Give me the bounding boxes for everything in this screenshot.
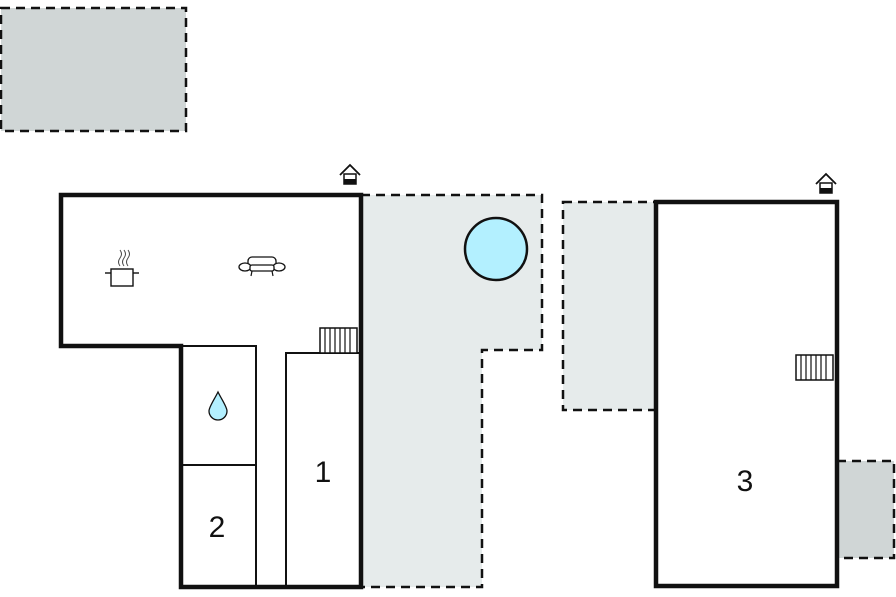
stairs-icon — [795, 354, 834, 381]
room-2 — [180, 464, 257, 588]
parking-area-top-left — [0, 6, 188, 133]
parking-area-right — [835, 459, 896, 560]
stairs-icon — [319, 327, 358, 354]
terrace-area-right — [561, 200, 658, 412]
room-label-1: 1 — [315, 456, 332, 489]
room-label-3: 3 — [737, 465, 754, 498]
water-drop-icon — [208, 390, 228, 421]
pool — [463, 216, 529, 282]
house-entrance-icon — [339, 163, 361, 185]
cooking-pot-icon — [105, 249, 139, 287]
sofa-icon — [238, 256, 286, 277]
house-entrance-icon — [815, 172, 837, 194]
room-label-2: 2 — [209, 511, 226, 544]
building-3-outline — [653, 199, 840, 589]
